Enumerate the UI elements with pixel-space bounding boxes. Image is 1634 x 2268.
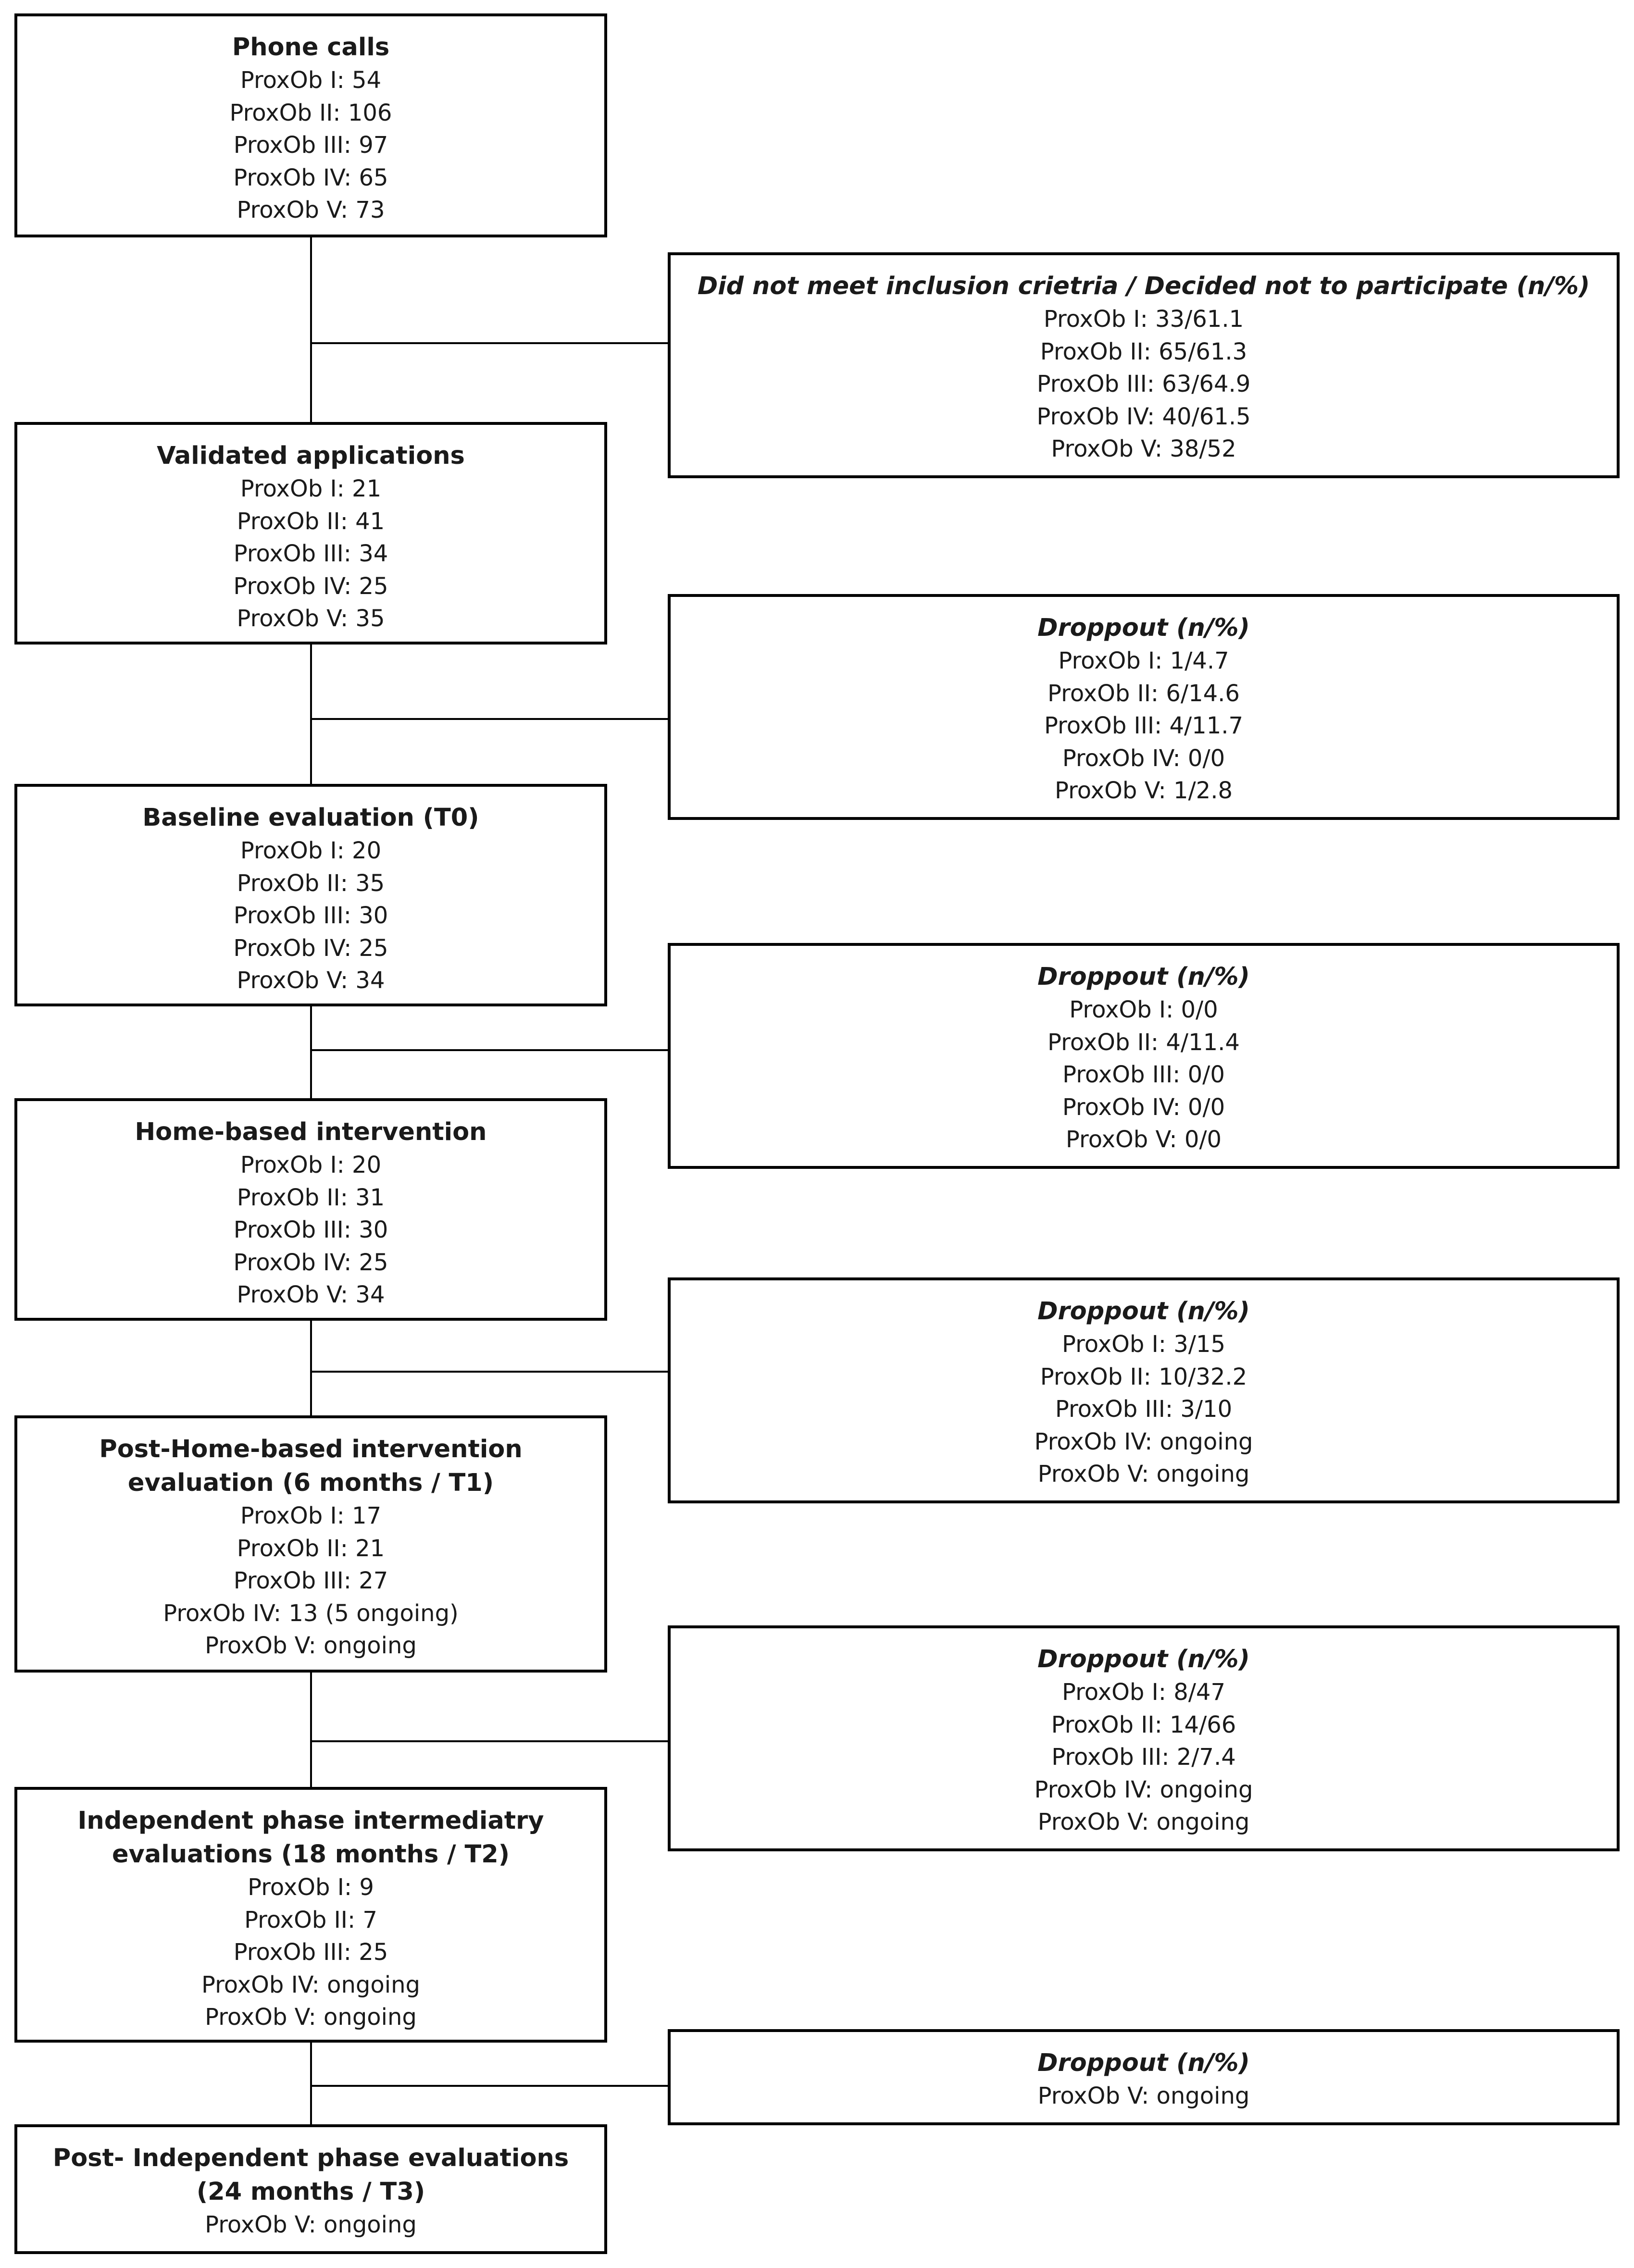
box-line: ProxOb III: 25: [233, 1939, 388, 1966]
box-line: ProxOb II: 31: [237, 1184, 385, 1211]
connector-horizontal: [311, 718, 668, 720]
box-line: ProxOb II: 6/14.6: [1048, 680, 1240, 707]
box-title: Phone calls: [232, 33, 390, 62]
box-line: ProxOb IV: ongoing: [1034, 1776, 1253, 1803]
side-box-dropout-4: Droppout (n/%) ProxOb I: 8/47 ProxOb II:…: [668, 1625, 1620, 1851]
main-box-post-independent-phase: Post- Independent phase evaluations (24 …: [14, 2124, 607, 2254]
main-box-home-based-intervention: Home-based intervention ProxOb I: 20 Pro…: [14, 1098, 607, 1321]
box-line: ProxOb I: 21: [240, 475, 382, 502]
box-line: ProxOb V: ongoing: [205, 2211, 417, 2238]
box-line: ProxOb III: 34: [233, 540, 388, 567]
box-line: ProxOb IV: 25: [233, 572, 388, 600]
box-line: ProxOb III: 0/0: [1062, 1061, 1225, 1088]
box-line: ProxOb IV: 0/0: [1062, 744, 1225, 772]
box-line: ProxOb I: 3/15: [1062, 1331, 1225, 1358]
box-line: ProxOb II: 10/32.2: [1040, 1363, 1247, 1390]
side-box-dropout-1: Droppout (n/%) ProxOb I: 1/4.7 ProxOb II…: [668, 594, 1620, 820]
box-title: Post-Home-based intervention evaluation …: [99, 1435, 523, 1497]
box-line: ProxOb III: 3/10: [1055, 1396, 1233, 1423]
main-box-validated-applications: Validated applications ProxOb I: 21 Prox…: [14, 422, 607, 644]
box-title: Droppout (n/%): [1037, 1645, 1250, 1673]
box-line: ProxOb III: 4/11.7: [1044, 712, 1244, 739]
box-line: ProxOb IV: 40/61.5: [1036, 403, 1251, 430]
connector-horizontal: [311, 342, 668, 344]
main-box-baseline-evaluation: Baseline evaluation (T0) ProxOb I: 20 Pr…: [14, 784, 607, 1006]
box-title: Droppout (n/%): [1037, 2049, 1250, 2077]
box-line: ProxOb II: 7: [244, 1906, 377, 1933]
box-line: ProxOb IV: 13 (5 ongoing): [163, 1599, 459, 1627]
connector-vertical: [310, 644, 312, 784]
box-title: Droppout (n/%): [1037, 614, 1250, 642]
box-line: ProxOb III: 97: [233, 132, 388, 159]
box-line: ProxOb V: 34: [237, 1281, 385, 1308]
box-line: ProxOb I: 9: [248, 1874, 374, 1901]
box-line: ProxOb II: 65/61.3: [1040, 338, 1247, 365]
box-line: ProxOb IV: 65: [233, 164, 388, 191]
side-box-dropout-2: Droppout (n/%) ProxOb I: 0/0 ProxOb II: …: [668, 943, 1620, 1169]
box-line: ProxOb II: 106: [229, 99, 392, 126]
connector-vertical: [310, 1321, 312, 1415]
connector-horizontal: [311, 1740, 668, 1742]
box-title: Independent phase intermediatry evaluati…: [77, 1807, 544, 1869]
box-line: ProxOb IV: 25: [233, 934, 388, 962]
connector-horizontal: [311, 2085, 668, 2087]
box-title: Validated applications: [157, 442, 465, 470]
side-box-dropout-3: Droppout (n/%) ProxOb I: 3/15 ProxOb II:…: [668, 1277, 1620, 1503]
box-line: ProxOb V: 38/52: [1051, 435, 1236, 462]
box-line: ProxOb V: 34: [237, 967, 385, 994]
box-line: ProxOb V: 1/2.8: [1055, 777, 1233, 804]
box-line: ProxOb V: ongoing: [205, 2004, 417, 2031]
box-line: ProxOb IV: 0/0: [1062, 1093, 1225, 1121]
box-line: ProxOb I: 33/61.1: [1043, 306, 1244, 333]
box-title: Droppout (n/%): [1037, 1297, 1250, 1326]
main-box-independent-phase-evaluations: Independent phase intermediatry evaluati…: [14, 1787, 607, 2043]
box-line: ProxOb V: 0/0: [1065, 1126, 1222, 1153]
box-line: ProxOb I: 54: [240, 67, 382, 94]
box-line: ProxOb V: 73: [237, 197, 385, 223]
box-line: ProxOb V: ongoing: [1037, 2082, 1250, 2109]
box-line: ProxOb V: ongoing: [1037, 1461, 1250, 1487]
box-line: ProxOb I: 20: [240, 837, 382, 864]
main-box-post-home-based-evaluation: Post-Home-based intervention evaluation …: [14, 1415, 607, 1673]
box-line: ProxOb II: 14/66: [1051, 1711, 1236, 1738]
box-line: ProxOb I: 17: [240, 1502, 382, 1529]
connector-horizontal: [311, 1049, 668, 1051]
side-box-inclusion-exclusion: Did not meet inclusion crietria / Decide…: [668, 252, 1620, 478]
box-line: ProxOb II: 41: [237, 508, 385, 535]
box-line: ProxOb II: 35: [237, 869, 385, 897]
box-line: ProxOb V: ongoing: [1037, 1809, 1250, 1835]
connector-horizontal: [311, 1371, 668, 1373]
box-line: ProxOb IV: 25: [233, 1249, 388, 1276]
box-title: Droppout (n/%): [1037, 963, 1250, 991]
box-title: Home-based intervention: [135, 1118, 487, 1146]
box-line: ProxOb I: 20: [240, 1152, 382, 1178]
box-line: ProxOb V: 35: [237, 605, 385, 632]
connector-vertical: [310, 1006, 312, 1098]
connector-vertical: [310, 1673, 312, 1787]
box-line: ProxOb III: 27: [233, 1567, 388, 1594]
box-line: ProxOb V: ongoing: [205, 1632, 417, 1659]
side-box-dropout-5: Droppout (n/%) ProxOb V: ongoing: [668, 2029, 1620, 2125]
main-box-phone-calls: Phone calls ProxOb I: 54 ProxOb II: 106 …: [14, 13, 607, 237]
box-line: ProxOb I: 1/4.7: [1058, 647, 1229, 674]
box-title: Post- Independent phase evaluations (24 …: [52, 2144, 569, 2206]
box-title: Baseline evaluation (T0): [142, 804, 479, 832]
box-line: ProxOb III: 2/7.4: [1051, 1744, 1236, 1771]
box-line: ProxOb III: 30: [233, 1216, 388, 1243]
box-line: ProxOb III: 63/64.9: [1036, 371, 1251, 397]
box-line: ProxOb II: 21: [237, 1535, 385, 1562]
box-line: ProxOb IV: ongoing: [201, 1971, 420, 1998]
box-line: ProxOb I: 8/47: [1062, 1679, 1225, 1706]
box-title: Did not meet inclusion crietria / Decide…: [697, 272, 1590, 300]
box-line: ProxOb II: 4/11.4: [1048, 1029, 1240, 1056]
connector-vertical: [310, 2043, 312, 2124]
box-line: ProxOb I: 0/0: [1069, 996, 1218, 1023]
box-line: ProxOb III: 30: [233, 902, 388, 929]
connector-vertical: [310, 237, 312, 422]
box-line: ProxOb IV: ongoing: [1034, 1428, 1253, 1455]
